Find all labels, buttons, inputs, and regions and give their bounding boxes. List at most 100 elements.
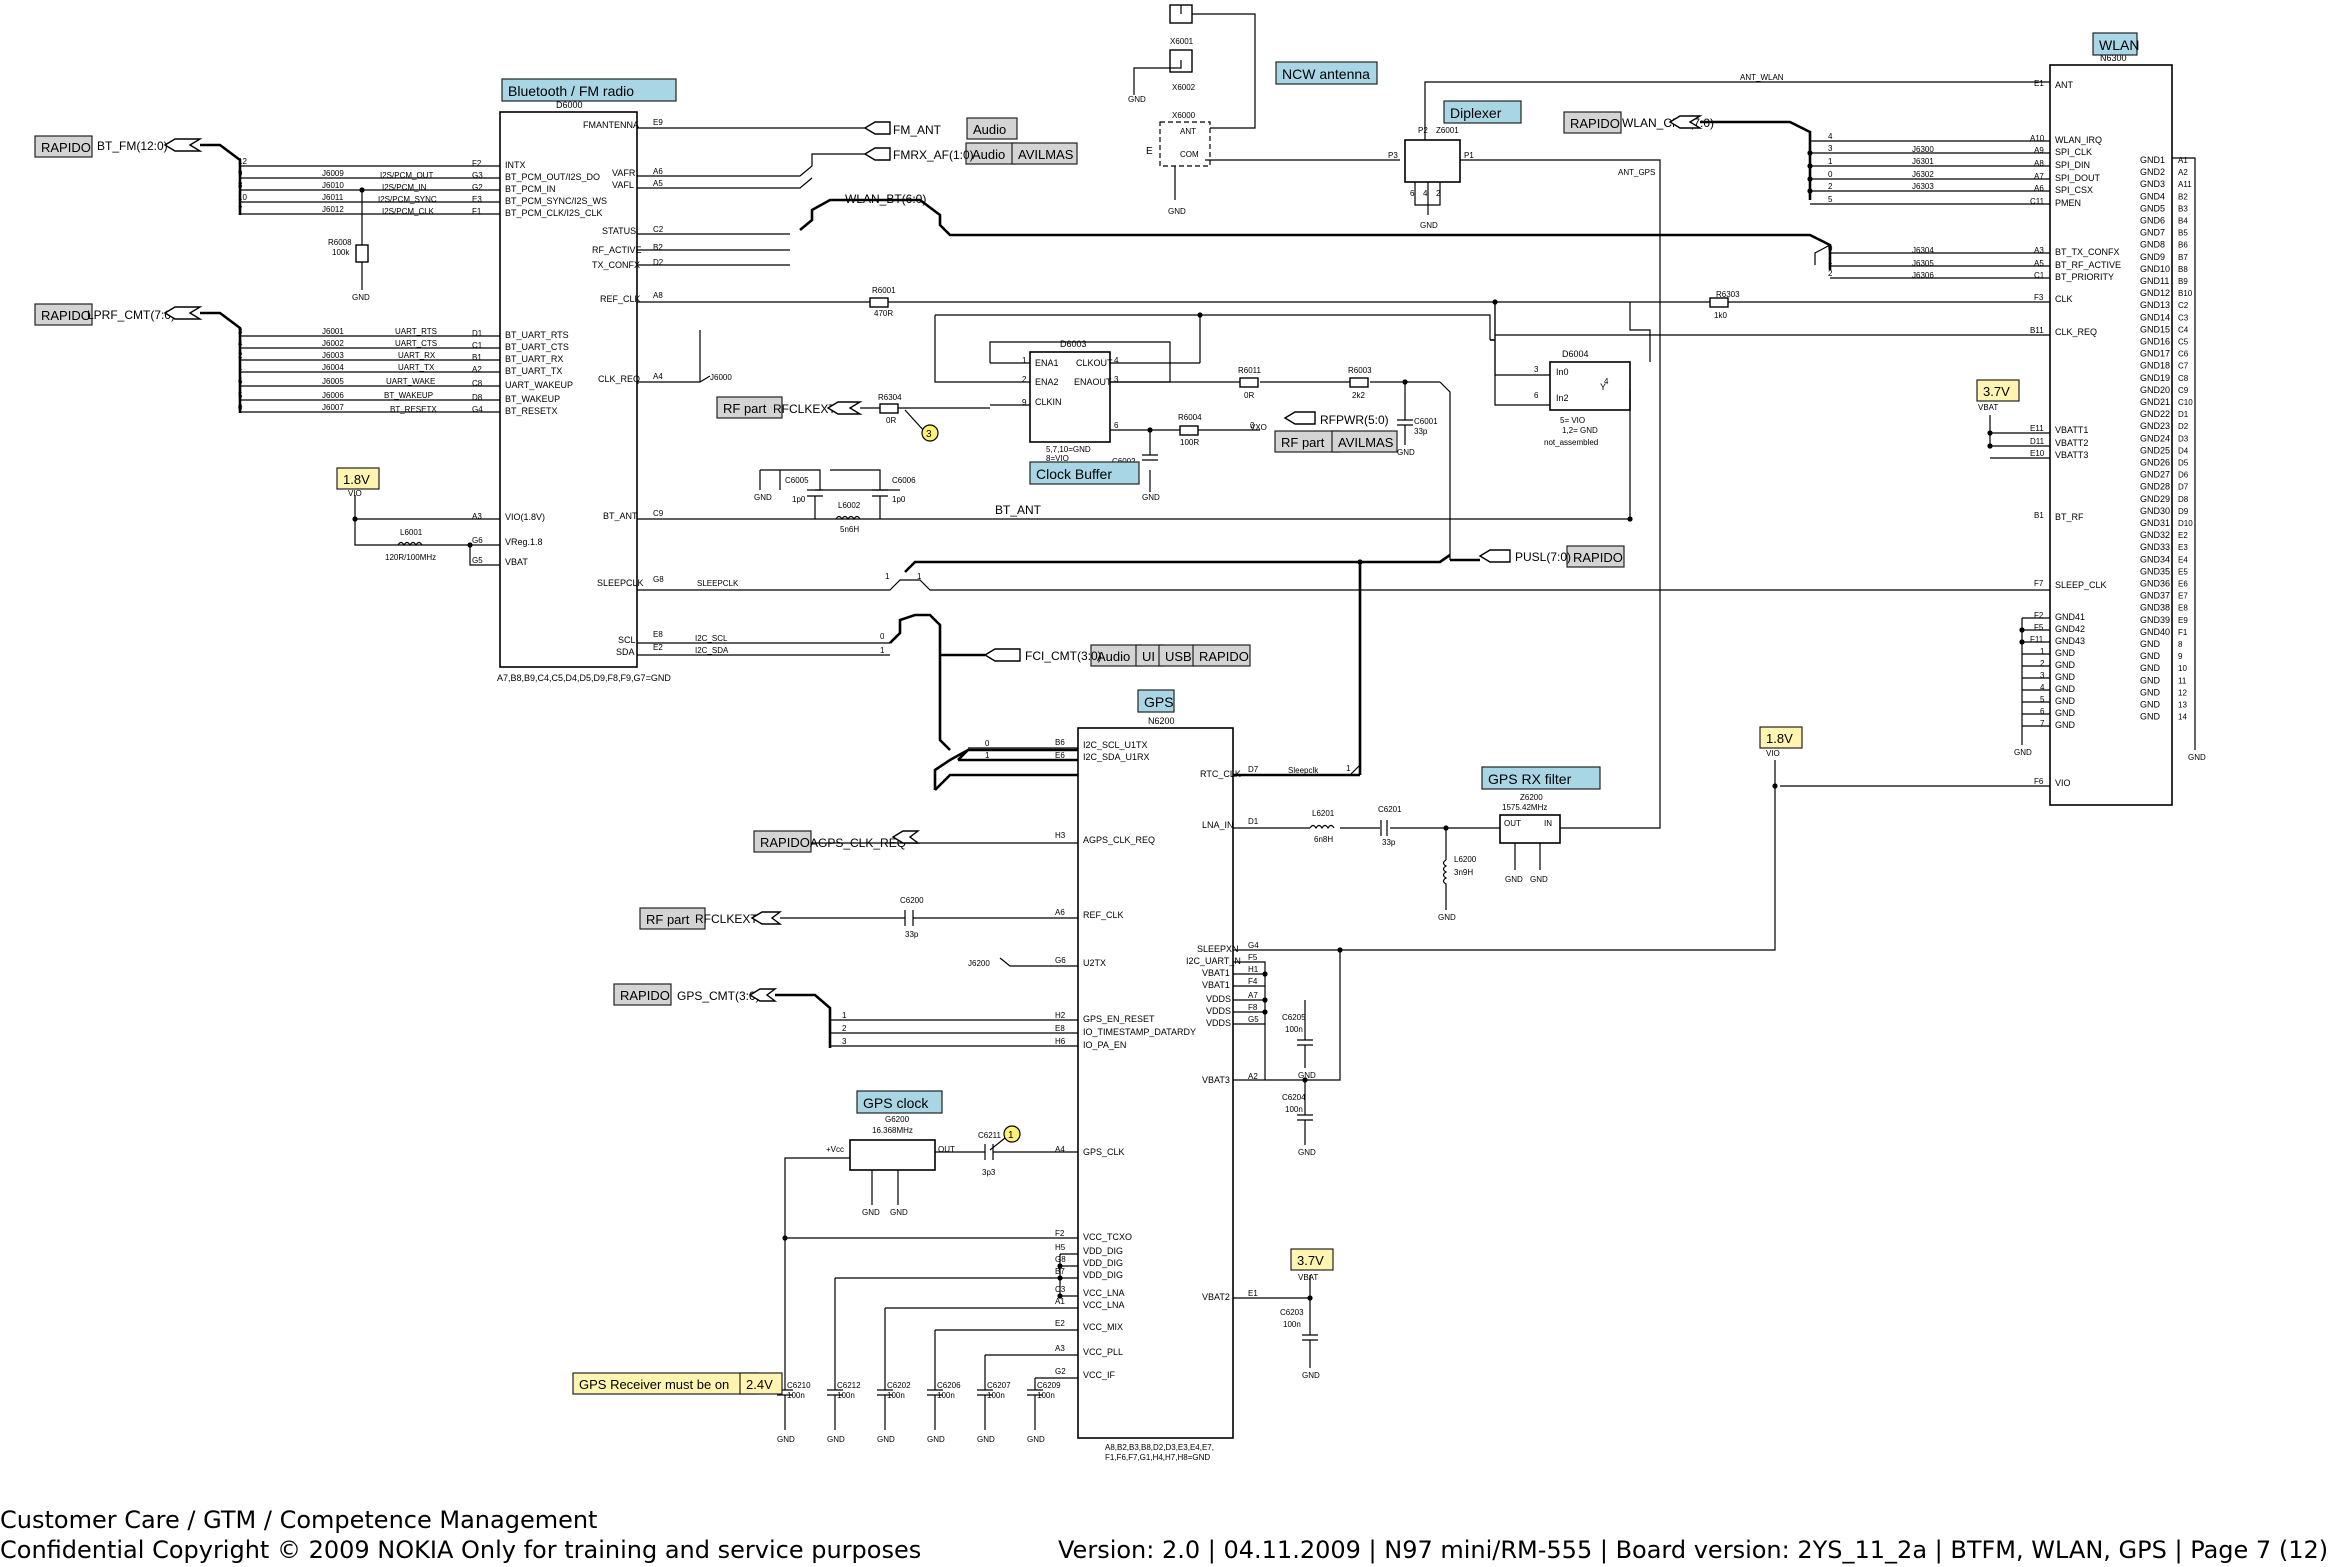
svg-text:GND: GND (2055, 684, 2076, 694)
svg-text:100R: 100R (1180, 438, 1199, 447)
footer-version: Version: 2.0 | 04.11.2009 | N97 mini/RM-… (1058, 1536, 2328, 1564)
svg-text:GND31: GND31 (2140, 518, 2170, 528)
svg-text:SPI_DIN: SPI_DIN (2055, 160, 2090, 170)
svg-text:C3: C3 (2178, 313, 2189, 322)
svg-text:J6301: J6301 (1912, 157, 1934, 166)
svg-text:1: 1 (842, 1011, 847, 1020)
svg-text:1: 1 (238, 363, 243, 372)
tag-rapido-fci: RAPIDO (1192, 644, 1251, 667)
svg-text:A6: A6 (1055, 908, 1065, 917)
block-diplexer: Diplexer (1443, 100, 1522, 124)
svg-text:3p3: 3p3 (982, 1168, 996, 1177)
svg-text:J6009: J6009 (322, 169, 344, 178)
svg-text:NCW antenna: NCW antenna (1282, 66, 1370, 82)
svg-text:GND: GND (2140, 675, 2161, 685)
svg-text:GND29: GND29 (2140, 494, 2170, 504)
svg-text:A6: A6 (2034, 184, 2044, 193)
svg-text:GND35: GND35 (2140, 566, 2170, 576)
svg-text:GND34: GND34 (2140, 554, 2170, 564)
svg-text:E6: E6 (2178, 580, 2188, 589)
svg-text:I2S/PCM_CLK: I2S/PCM_CLK (382, 207, 435, 216)
svg-text:GPS: GPS (1144, 694, 1174, 710)
svg-text:2: 2 (842, 1024, 847, 1033)
g6200-ref: G6200 (885, 1115, 910, 1124)
svg-text:100n: 100n (1283, 1320, 1301, 1329)
tag-rapido-pusl: RAPIDO (1566, 545, 1625, 568)
svg-text:C6207: C6207 (987, 1381, 1011, 1390)
svg-text:SPI_CSX: SPI_CSX (2055, 185, 2093, 195)
svg-text:J6004: J6004 (322, 363, 344, 372)
svg-text:1p0: 1p0 (892, 495, 906, 504)
svg-text:GND16: GND16 (2140, 337, 2170, 347)
tag-audio-fm: Audio (966, 117, 1018, 140)
block-ncw-antenna: NCW antenna (1275, 61, 1378, 85)
svg-text:I2S/PCM_SYNC: I2S/PCM_SYNC (378, 195, 437, 204)
gnd-label: GND (352, 293, 370, 302)
svg-text:GND: GND (2055, 672, 2076, 682)
svg-text:BT_TX_CONFX: BT_TX_CONFX (2055, 247, 2120, 257)
svg-text:SLEEP_CLK: SLEEP_CLK (2055, 580, 2107, 590)
svg-text:OUT: OUT (1504, 819, 1521, 828)
svg-text:11: 11 (2178, 676, 2187, 685)
svg-text:E2: E2 (653, 643, 663, 652)
svg-text:A2: A2 (1248, 1072, 1258, 1081)
svg-text:E2: E2 (2178, 531, 2188, 540)
svg-text:E3: E3 (472, 195, 482, 204)
svg-text:G5: G5 (1248, 1015, 1259, 1024)
svg-text:U2TX: U2TX (1083, 958, 1106, 968)
svg-text:GND1: GND1 (2140, 155, 2165, 165)
svg-text:R6003: R6003 (1348, 366, 1372, 375)
d6000-ref: D6000 (556, 100, 583, 110)
svg-text:RAPIDO: RAPIDO (620, 988, 670, 1003)
svg-text:WLAN_IRQ: WLAN_IRQ (2055, 135, 2102, 145)
svg-text:REF_CLK: REF_CLK (600, 294, 641, 304)
tag-rapido-btfm: RAPIDO (34, 135, 93, 158)
svg-text:ENAOUT: ENAOUT (1074, 377, 1112, 387)
svg-text:VDD_DIG: VDD_DIG (1083, 1246, 1123, 1256)
svg-text:GND18: GND18 (2140, 361, 2170, 371)
svg-text:GND7: GND7 (2140, 228, 2165, 238)
svg-text:0R: 0R (886, 416, 896, 425)
net-bt-fm: BT_FM(12:0) (97, 139, 168, 153)
block-bt-fm: Bluetooth / FM radio (501, 78, 677, 102)
svg-text:E2: E2 (1055, 1319, 1065, 1328)
junction-dots (352, 150, 2025, 1301)
gnd-label-c6207: GND (977, 1435, 995, 1444)
svg-text:1575.42MHz: 1575.42MHz (1502, 803, 1547, 812)
svg-text:B9: B9 (2178, 277, 2188, 286)
svg-text:RAPIDO: RAPIDO (1573, 550, 1623, 565)
svg-text:UART_RX: UART_RX (398, 351, 436, 360)
svg-text:1: 1 (917, 572, 922, 581)
svg-text:G2: G2 (472, 183, 483, 192)
svg-text:GND36: GND36 (2140, 579, 2170, 589)
svg-text:A7,B8,B9,C4,C5,D4,D5,D9,F8,F9,: A7,B8,B9,C4,C5,D4,D5,D9,F8,F9,G7=GND (497, 673, 671, 683)
svg-text:GND8: GND8 (2140, 240, 2165, 250)
svg-text:A3: A3 (1055, 1344, 1065, 1353)
tag-rapido-gps: RAPIDO (613, 983, 672, 1006)
svg-text:GND14: GND14 (2140, 312, 2170, 322)
svg-text:1.8V: 1.8V (343, 472, 370, 487)
net-wlan-bt: WLAN_BT(6:0) (845, 192, 926, 206)
svg-text:VBAT1: VBAT1 (1202, 980, 1230, 990)
svg-text:3: 3 (1534, 365, 1539, 374)
svg-text:UART_RTS: UART_RTS (395, 327, 437, 336)
svg-text:C6201: C6201 (1378, 805, 1402, 814)
svg-text:J6302: J6302 (1912, 170, 1934, 179)
svg-text:B1: B1 (472, 353, 482, 362)
gnd-label-c6001: GND (1397, 448, 1415, 457)
svg-text:D11: D11 (2030, 437, 2045, 446)
svg-text:VIO: VIO (2055, 778, 2071, 788)
svg-text:VReg.1.8: VReg.1.8 (505, 537, 543, 547)
svg-text:A7: A7 (1248, 991, 1258, 1000)
svg-text:D4: D4 (2178, 446, 2189, 455)
svg-text:BT_UART_CTS: BT_UART_CTS (505, 342, 569, 352)
gnd-label-c6203: GND (1302, 1371, 1320, 1380)
svg-text:R6001: R6001 (872, 286, 896, 295)
svg-text:GND42: GND42 (2055, 624, 2085, 634)
svg-text:USB: USB (1165, 649, 1192, 664)
svg-text:VBATT3: VBATT3 (2055, 450, 2088, 460)
svg-text:6n8H: 6n8H (1314, 835, 1333, 844)
svg-text:F2: F2 (472, 159, 482, 168)
